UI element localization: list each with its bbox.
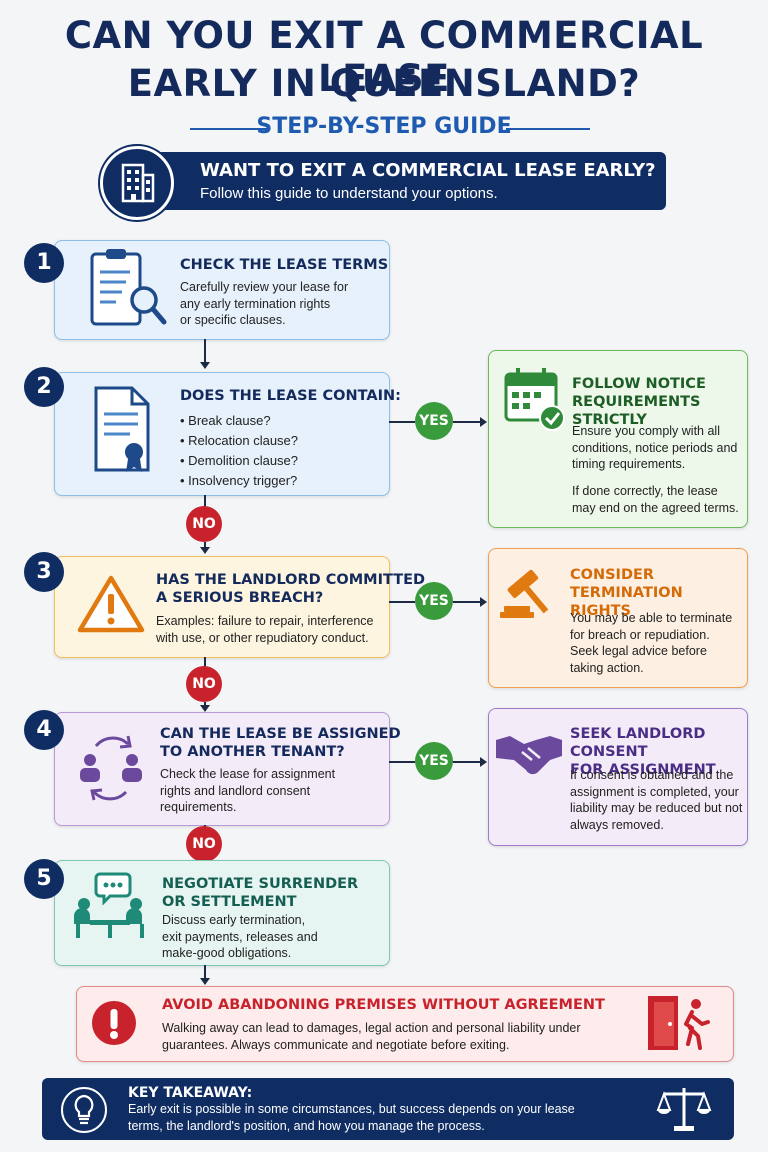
page-subtitle: STEP-BY-STEP GUIDE: [256, 114, 512, 139]
yes-badge-step-3: YES: [415, 582, 453, 620]
connector-no-3: [204, 542, 206, 548]
arrow-right-outcome-2: [480, 597, 487, 607]
no-badge-step-3: NO: [186, 666, 222, 702]
yes-badge-step-2: YES: [415, 402, 453, 440]
warning-text: Walking away can lead to damages, legal …: [162, 1021, 581, 1052]
subtitle-rule-left: [190, 128, 268, 130]
building-icon: [121, 163, 155, 203]
warning-heading: AVOID ABANDONING PREMISES WITHOUT AGREEM…: [162, 997, 605, 1013]
page-title-line-1: CAN YOU EXIT A COMMERCIAL LEASE: [64, 14, 704, 100]
building-icon-badge: [100, 146, 174, 220]
people-exchange-icon: [80, 735, 142, 801]
connector-3-no: [204, 657, 206, 667]
outcome-3-card: [488, 708, 748, 846]
warning-card: [76, 986, 734, 1062]
connector-yes-outcome-3: [453, 761, 481, 763]
step-2-bullets: Break clause? Relocation clause? Demolit…: [180, 411, 298, 491]
no-badge-step-4: NO: [186, 826, 222, 862]
step-2-number: 2: [24, 367, 64, 407]
bullet-demolition-clause: Demolition clause?: [180, 451, 298, 471]
key-takeaway-heading: KEY TAKEAWAY:: [128, 1085, 253, 1101]
connector-2-yes: [389, 421, 415, 423]
connector-no-4: [204, 702, 206, 706]
bullet-break-clause: Break clause?: [180, 411, 298, 431]
page-title-line-2: EARLY IN QUEENSLAND?: [127, 62, 641, 105]
yes-badge-step-4: YES: [415, 742, 453, 780]
no-badge-step-2: NO: [186, 506, 222, 542]
connector-4-yes: [389, 761, 415, 763]
gavel-icon: [500, 569, 549, 618]
connector-1-2: [204, 339, 206, 363]
intro-banner: [136, 152, 666, 210]
key-takeaway-text: Early exit is possible in some circumsta…: [128, 1102, 575, 1133]
calendar-check-icon: [504, 368, 565, 431]
step-3-text: Examples: failure to repair, interferenc…: [156, 614, 374, 645]
step-1-heading: CHECK THE LEASE TERMS: [180, 257, 389, 273]
scales-of-justice-icon: [656, 1088, 712, 1131]
exclamation-circle-icon: [92, 1001, 136, 1045]
subtitle-rule-right: [506, 128, 590, 130]
connector-yes-outcome-1: [453, 421, 481, 423]
clipboard-search-icon: [90, 249, 167, 326]
arrow-right-outcome-1: [480, 417, 487, 427]
document-seal-icon: [94, 386, 150, 472]
meeting-discussion-icon: [74, 872, 144, 938]
connector-yes-outcome-2: [453, 601, 481, 603]
warning-triangle-icon: [77, 575, 145, 633]
step-5-number: 5: [24, 859, 64, 899]
arrow-down-3-4: [200, 705, 210, 712]
step-1-number: 1: [24, 243, 64, 283]
arrow-down-1-2: [200, 362, 210, 369]
connector-3-yes: [389, 601, 415, 603]
banner-heading: WANT TO EXIT A COMMERCIAL LEASE EARLY?: [200, 160, 656, 181]
step-5-text: Discuss early termination,exit payments,…: [162, 913, 318, 960]
arrow-down-2-3: [200, 547, 210, 554]
bullet-relocation-clause: Relocation clause?: [180, 431, 298, 451]
handshake-icon: [496, 736, 562, 775]
step-3-card: [54, 556, 390, 658]
arrow-right-outcome-3: [480, 757, 487, 767]
banner-text: Follow this guide to understand your opt…: [200, 185, 498, 202]
exit-door-icon: [648, 996, 710, 1050]
bullet-insolvency-trigger: Insolvency trigger?: [180, 471, 298, 491]
step-4-card: [54, 712, 390, 826]
step-2-heading: DOES THE LEASE CONTAIN:: [180, 388, 401, 404]
arrow-down-5-warning: [200, 978, 210, 985]
step-3-number: 3: [24, 552, 64, 592]
step-4-number: 4: [24, 710, 64, 750]
connector-5-warning: [204, 965, 206, 979]
lightbulb-icon: [61, 1087, 107, 1133]
connector-2-no: [204, 495, 206, 507]
key-takeaway-banner: [42, 1078, 734, 1140]
